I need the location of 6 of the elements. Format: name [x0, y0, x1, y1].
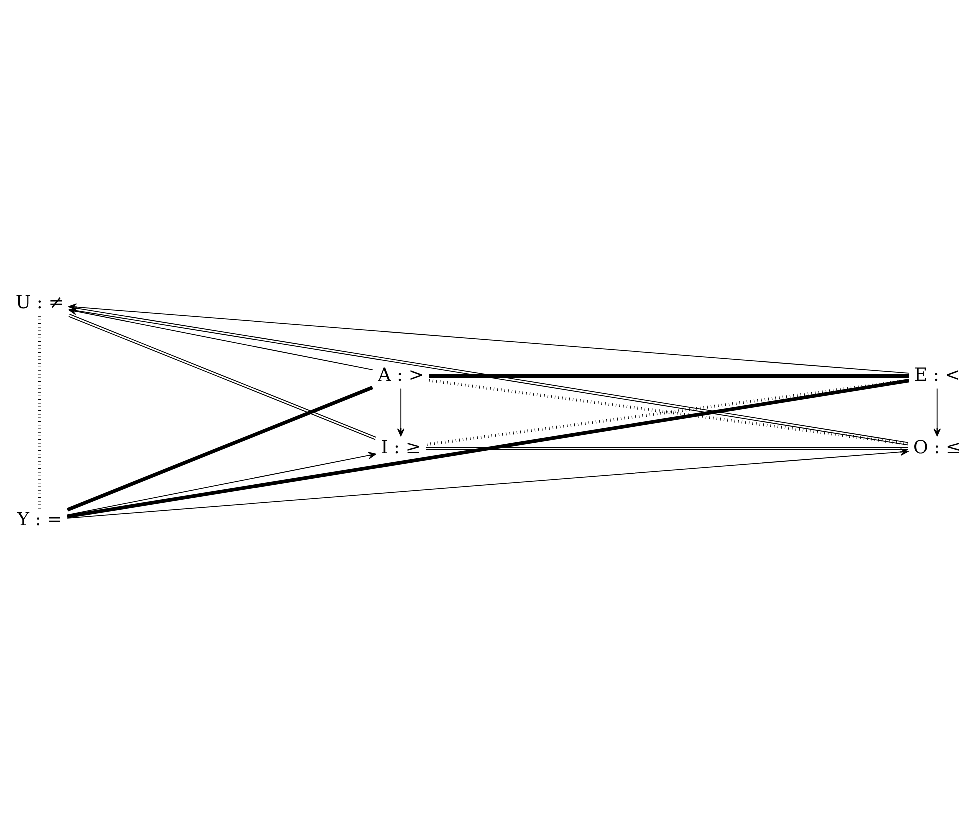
- node-text: A : >: [378, 364, 424, 386]
- node-text: O : ≤: [914, 436, 962, 458]
- node-text: Y : =: [18, 509, 62, 530]
- node-text: U : ≠: [16, 292, 64, 313]
- node-text: E : <: [914, 364, 960, 386]
- node-text: I : ≥: [381, 436, 422, 458]
